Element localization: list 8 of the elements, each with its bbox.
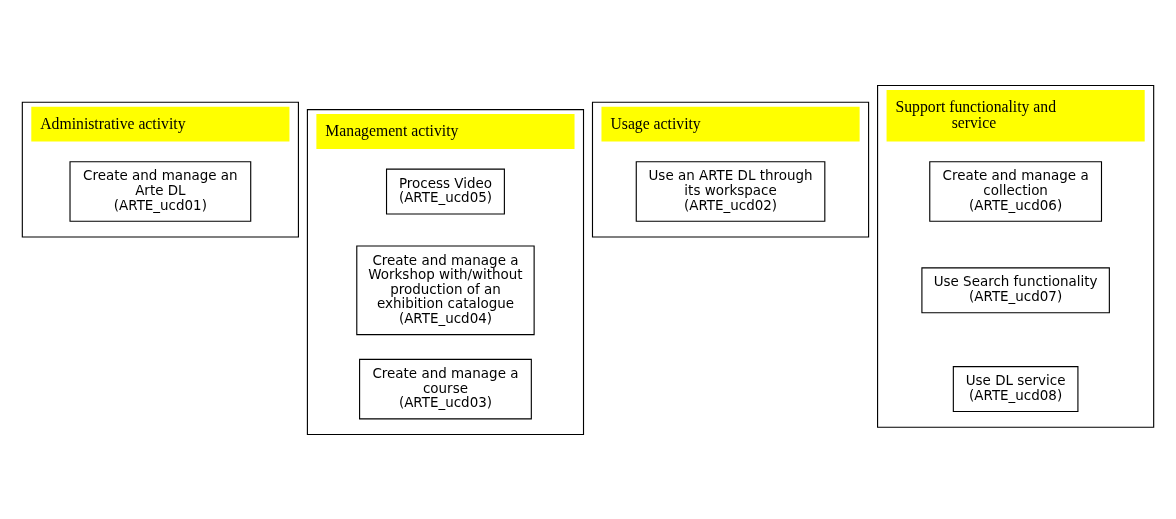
node-box: Use DL service (ARTE_ucd08) xyxy=(952,365,1079,412)
node-box: Create and manage a course (ARTE_ucd03) xyxy=(359,358,532,419)
node-box: Use Search functionality (ARTE_ucd07) xyxy=(921,266,1110,313)
node-box: Create and manage a collection (ARTE_ucd06) xyxy=(929,160,1103,222)
node-box: Create and manage an Arte DL (ARTE_ucd01) xyxy=(69,160,252,222)
node-box: Process Video (ARTE_ucd05) xyxy=(385,168,505,215)
node-box: Create and manage a Workshop with/without production of an exhibition catalogue (ARTE_ucd04) xyxy=(356,244,535,335)
node-box: Use an ARTE DL through its workspace (ARTE_ucd02) xyxy=(635,160,826,222)
